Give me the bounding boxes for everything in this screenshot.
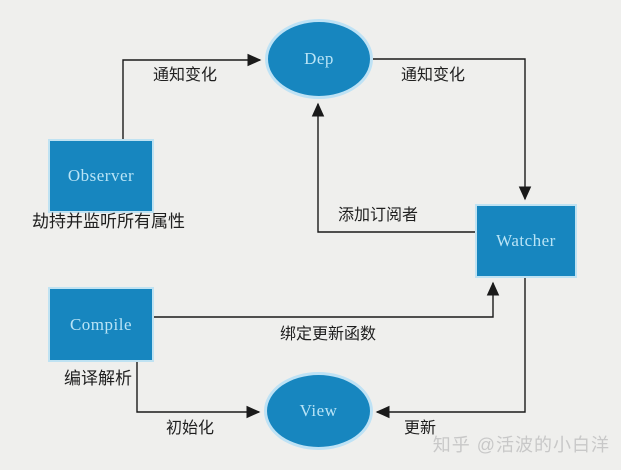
node-dep: Dep <box>265 19 373 99</box>
edge-compile-to-view <box>136 362 261 419</box>
node-view-label: View <box>299 401 338 420</box>
edge-label-notify-change-left: 通知变化 <box>153 67 218 84</box>
edge-label-update: 更新 <box>404 420 437 437</box>
compile-caption: 编译解析 <box>64 369 132 388</box>
watermark: 知乎 @活波的小白洋 <box>432 435 610 455</box>
edge-label-add-subscriber: 添加订阅者 <box>338 207 419 224</box>
node-watcher-label: Watcher <box>496 231 556 250</box>
edge-watcher-to-view <box>375 278 526 419</box>
node-dep-label: Dep <box>304 49 334 68</box>
node-view: View <box>264 372 373 450</box>
node-observer: Observer <box>48 139 154 213</box>
node-watcher: Watcher <box>475 204 577 278</box>
edge-compile-to-watcher <box>154 281 500 318</box>
edge-observer-to-dep <box>122 53 262 139</box>
edge-watcher-to-dep <box>311 102 475 233</box>
node-observer-label: Observer <box>67 166 135 185</box>
observer-caption: 劫持并监听所有属性 <box>32 212 185 231</box>
node-compile-label: Compile <box>69 314 133 334</box>
node-compile: Compile <box>48 287 154 362</box>
edge-dep-to-watcher <box>373 58 532 201</box>
edge-label-initialize: 初始化 <box>166 420 215 437</box>
edge-label-notify-change-right: 通知变化 <box>401 67 466 84</box>
edge-label-bind-update-function: 绑定更新函数 <box>280 326 377 343</box>
